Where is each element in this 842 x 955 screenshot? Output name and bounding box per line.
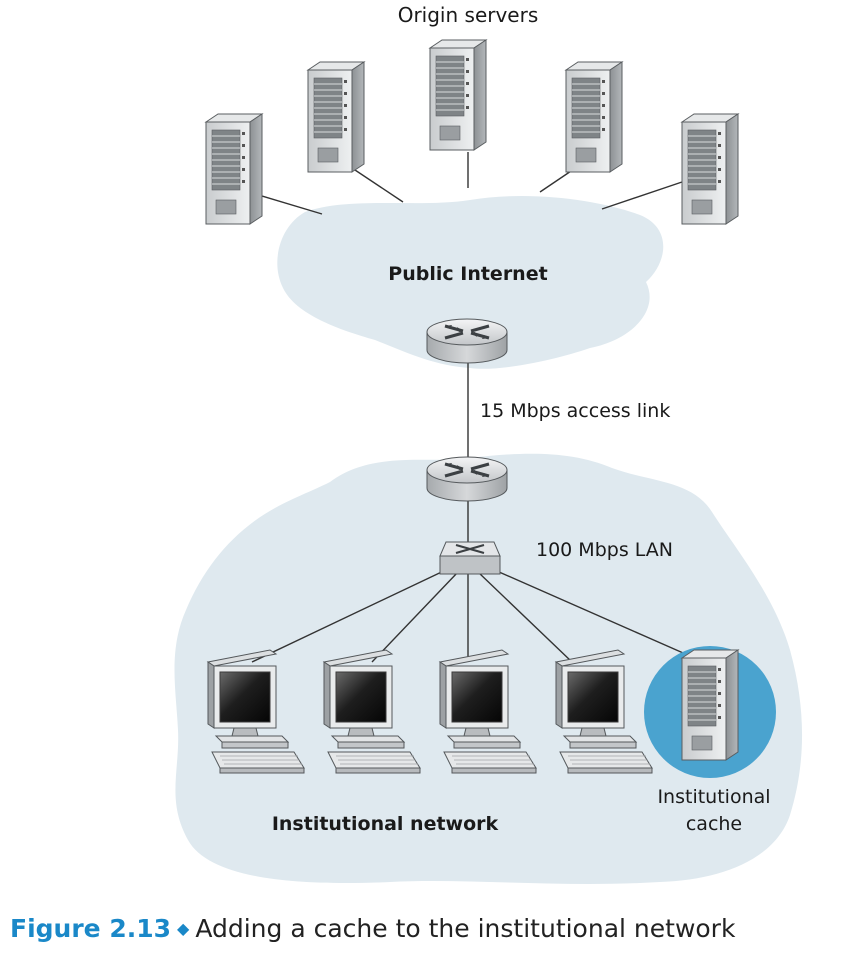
cache-label-line1: Institutional [657,786,770,808]
server-link-2 [351,167,404,203]
lan-link-pc1 [251,567,451,663]
origin-server-1 [205,113,263,225]
lan-link-pc4 [477,571,573,663]
figure-caption: Figure 2.13 ◆ Adding a cache to the instit… [10,912,840,948]
internet-router [425,317,509,365]
figure-number: Figure 2.13 [10,914,172,943]
access-link-label: 15 Mbps access link [480,400,670,422]
origin-server-4 [565,61,623,173]
public-internet-label: Public Internet [388,263,547,285]
lan-link-pc2 [371,571,459,663]
origin-server-2 [307,61,365,173]
origin-server-3 [429,39,487,151]
public-internet-cloud [277,195,664,369]
lan-label: 100 Mbps LAN [536,539,673,561]
institutional-router [425,455,509,503]
institutional-network-label: Institutional network [272,813,499,835]
institutional-cache-server [681,649,739,761]
server-link-5 [601,181,683,210]
lan-link-cache [489,567,691,657]
diamond-icon: ◆ [177,919,190,938]
origin-servers-label: Origin servers [398,3,539,27]
caption-text: Adding a cache to the institutional netw… [195,914,736,943]
lan-switch [439,541,501,575]
server-link-1 [251,192,323,215]
cache-label-line2: cache [686,813,742,835]
origin-server-5 [681,113,739,225]
